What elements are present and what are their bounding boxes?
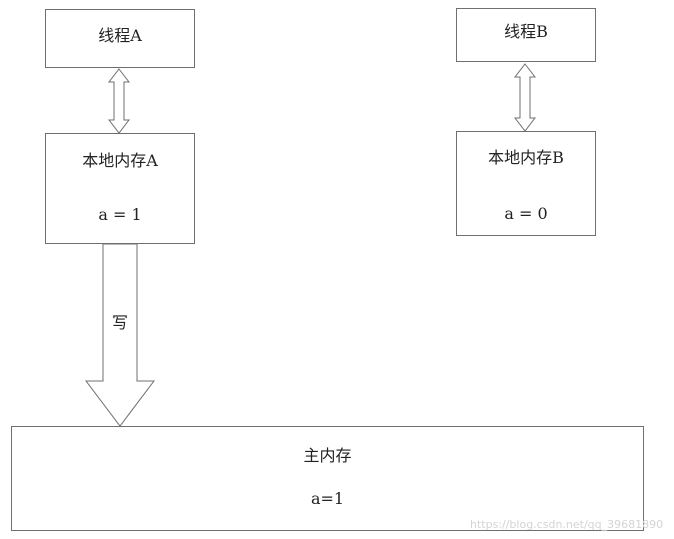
main-memory-box: 主内存 a=1	[11, 426, 644, 531]
local-memory-a-box: 本地内存A a = 1	[45, 133, 195, 244]
double-arrow-a	[107, 68, 131, 134]
main-memory-value: a=1	[310, 489, 345, 508]
local-memory-a-value: a = 1	[98, 205, 142, 224]
watermark-text: https://blog.csdn.net/qq_39681890	[470, 518, 664, 531]
thread-a-title: 线程A	[98, 26, 142, 45]
write-arrow-label: 写	[111, 313, 128, 332]
local-memory-b-title: 本地内存B	[488, 148, 564, 167]
local-memory-b-value: a = 0	[504, 204, 548, 223]
double-arrow-b	[513, 63, 537, 132]
main-memory-title: 主内存	[303, 446, 352, 465]
thread-a-box: 线程A	[45, 9, 195, 68]
local-memory-a-title: 本地内存A	[82, 151, 158, 170]
thread-b-box: 线程B	[456, 8, 596, 62]
thread-b-title: 线程B	[504, 22, 548, 41]
local-memory-b-box: 本地内存B a = 0	[456, 131, 596, 236]
write-arrow	[84, 243, 156, 427]
